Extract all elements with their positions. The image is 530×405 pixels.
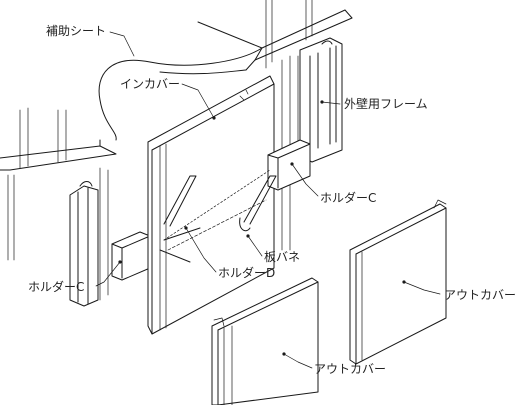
leaf-springs [159,169,277,263]
holder-c-left-bracket [111,231,151,281]
label-out-cover-bottom: アウトカバー [314,362,387,376]
label-leaf-spring: 板バネ [264,250,301,264]
outer-cover-bottom [211,277,319,405]
label-out-cover-right: アウトカバー [444,288,517,302]
left-post [69,167,109,307]
auxiliary-sheet [98,47,263,141]
holder-c-right-bracket [267,139,311,191]
outer-cover-right [349,199,447,365]
label-holder-c-right: ホルダーC [320,191,377,205]
label-holder-c-left: ホルダーC [28,280,85,294]
top-right-frame [197,0,353,71]
left-frame [0,107,117,261]
label-hojo-sheet: 補助シート [46,24,107,38]
label-exterior-wall-frame: 外壁用フレーム [344,97,428,111]
leader-lines [95,31,441,369]
label-in-cover: インカバー [120,77,181,91]
label-holder-d: ホルダーD [218,266,276,280]
inner-cover-panel [147,75,275,335]
